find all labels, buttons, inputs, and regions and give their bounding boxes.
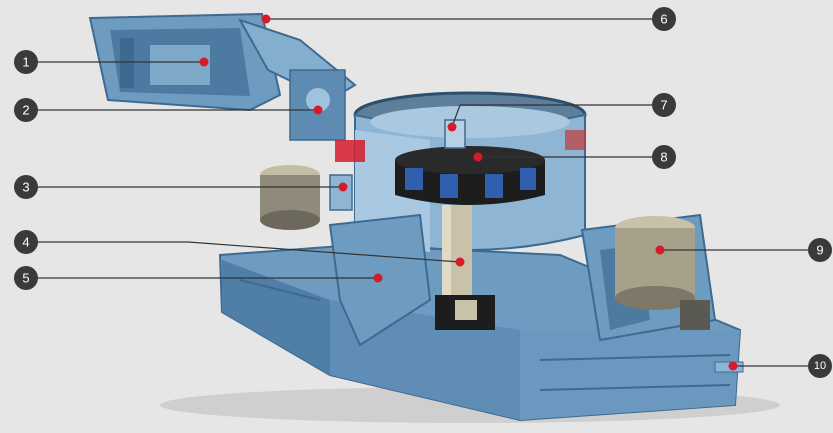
callout-number-4: 4 <box>22 235 29 250</box>
rotor <box>395 119 545 205</box>
main-shaft <box>435 205 495 330</box>
marker-dot-8 <box>473 152 483 162</box>
marker-dot-10 <box>728 361 738 371</box>
leader-lines <box>38 18 808 367</box>
callout-badge-4: 4 <box>14 230 38 254</box>
marker-dot-1 <box>199 57 209 67</box>
callout-badge-2: 2 <box>14 98 38 122</box>
callout-badge-8: 8 <box>652 145 676 169</box>
callout-number-10: 10 <box>814 360 826 372</box>
callout-badge-6: 6 <box>652 7 676 31</box>
callout-badge-1: 1 <box>14 50 38 74</box>
callout-badge-9: 9 <box>808 238 832 262</box>
feed-hopper <box>88 12 357 141</box>
callout-number-7: 7 <box>660 98 667 113</box>
marker-dot-5 <box>373 273 383 283</box>
callout-number-9: 9 <box>816 243 823 258</box>
marker-dots <box>199 14 738 371</box>
callout-number-2: 2 <box>22 103 29 118</box>
marker-dot-7 <box>447 122 457 132</box>
marker-dot-6 <box>261 14 271 24</box>
callout-badge-5: 5 <box>14 266 38 290</box>
leader-line-4 <box>38 241 461 263</box>
machine-illustration <box>88 12 780 423</box>
callout-badge-10: 10 <box>808 354 832 378</box>
callout-number-1: 1 <box>22 55 29 70</box>
callout-badge-3: 3 <box>14 175 38 199</box>
marker-dot-3 <box>338 182 348 192</box>
callout-number-3: 3 <box>22 180 29 195</box>
marker-dot-9 <box>655 245 665 255</box>
callout-number-8: 8 <box>660 150 667 165</box>
left-motor <box>260 165 353 230</box>
right-motor-stand <box>580 213 717 342</box>
callout-number-6: 6 <box>660 12 667 27</box>
callout-number-5: 5 <box>22 271 29 286</box>
marker-dot-4 <box>455 257 465 267</box>
callout-badge-7: 7 <box>652 93 676 117</box>
marker-dot-2 <box>313 105 323 115</box>
callout-badges: 1 2 3 4 5 6 7 8 <box>14 7 832 378</box>
